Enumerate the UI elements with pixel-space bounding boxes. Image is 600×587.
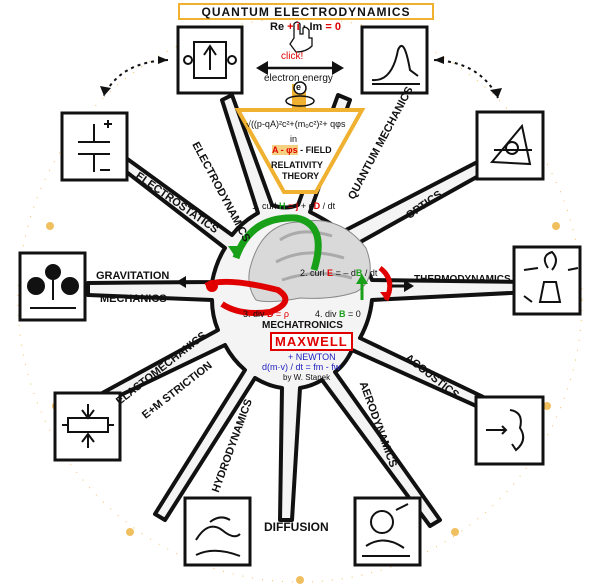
- equation-1: 1. curl H = j + dD / dt: [252, 201, 335, 211]
- click-hand-icon: [289, 21, 313, 53]
- eq2-mid: = – d: [335, 268, 356, 278]
- eq-i: i: [296, 21, 300, 33]
- eq4-b: B: [339, 309, 346, 319]
- red-charge-dot: [206, 280, 218, 292]
- title-quantum-electrodynamics: QUANTUM ELECTRODYNAMICS: [178, 3, 434, 20]
- eq3-d: D: [267, 309, 274, 319]
- relativity-in: in: [290, 134, 298, 144]
- equation-2: 2. curl E = – dB / dt: [300, 268, 377, 278]
- eq3-rho: ρ: [283, 309, 289, 319]
- electron-circle: [293, 81, 307, 95]
- field-prefix: A - φs: [272, 145, 298, 155]
- eq-zero: 0: [334, 21, 342, 33]
- eq-im: Im: [309, 21, 323, 33]
- relativity-equation: √((p-qA)²c²+(m₀c²)²+ qφs: [246, 119, 346, 129]
- eq4-eq: = 0: [348, 309, 361, 319]
- eq-dot: ·: [302, 21, 307, 33]
- eq1-dt: / dt: [322, 201, 336, 211]
- eq-re: Re: [270, 21, 285, 33]
- electron-energy-label: electron energy: [264, 73, 333, 84]
- electron-symbol: e: [296, 82, 302, 92]
- eq3-eq: =: [276, 309, 282, 319]
- field-suffix: - FIELD: [300, 145, 332, 155]
- equation-4: 4. div B = 0: [315, 309, 361, 319]
- green-curl-arrow: [232, 214, 322, 272]
- eq1-j: j: [295, 201, 299, 211]
- relativity-funnel: [234, 108, 366, 194]
- eq1-plus: + d: [300, 201, 314, 211]
- eq1-eq: =: [288, 201, 294, 211]
- box-elastomechanics: [53, 391, 122, 462]
- equation-3: 3. div D = ρ: [243, 309, 289, 319]
- field-label: A - φs - FIELD: [272, 145, 332, 155]
- maxwell-badge[interactable]: MAXWELL: [270, 332, 353, 351]
- eq3-prefix: 3. div: [243, 309, 265, 319]
- newton-label: + NEWTON: [288, 352, 336, 362]
- eq-plus: +: [287, 21, 294, 33]
- eq1-d: D: [313, 201, 321, 211]
- box-thermodynamics: [512, 245, 582, 316]
- eq-equals: =: [325, 21, 332, 33]
- dashed-arrow-right: [433, 59, 499, 99]
- header-equation: Re + i · Im = 0: [270, 21, 341, 33]
- eq1-h: H: [279, 201, 286, 211]
- newton-equation: d(m·v) / dt = fm - fw: [262, 362, 341, 372]
- box-optics: [475, 110, 545, 181]
- mechatronics-label: MECHATRONICS: [262, 320, 343, 331]
- eq1-prefix: 1. curl: [252, 201, 277, 211]
- relativity-theory-2: THEORY: [282, 171, 320, 181]
- author-label: by W. Stanek: [283, 373, 331, 382]
- eq2-b: B: [355, 268, 363, 278]
- outer-dotted-circle: [17, 17, 583, 583]
- box-hydrodynamics: [183, 496, 252, 567]
- label-diffusion: DIFFUSION: [264, 520, 329, 534]
- red-curl-arrow: [204, 278, 289, 316]
- label-mechanics: MECHANICS: [100, 293, 167, 305]
- label-thermodynamics: THERMODYNAMICS: [414, 274, 511, 285]
- label-gravitation: GRAVITATION: [96, 270, 170, 282]
- relativity-theory-1: RELATIVITY: [271, 160, 323, 170]
- eq4-prefix: 4. div: [315, 309, 337, 319]
- dashed-arrow-left: [103, 59, 169, 97]
- eq2-prefix: 2. curl: [300, 268, 325, 278]
- eq2-dt: / dt: [364, 268, 378, 278]
- eq2-e: E: [327, 268, 334, 278]
- click-link[interactable]: click!: [281, 51, 304, 62]
